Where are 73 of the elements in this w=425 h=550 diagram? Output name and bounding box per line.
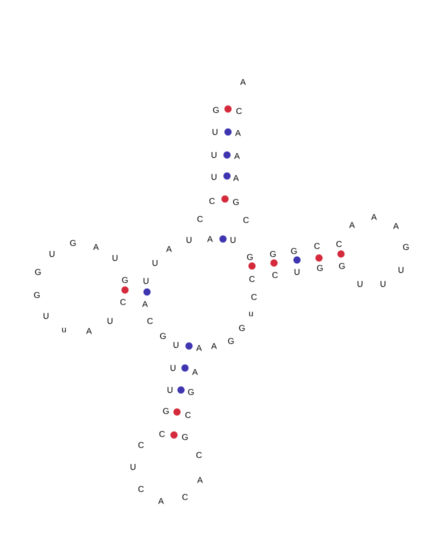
nucleotide-letter: C bbox=[159, 431, 165, 437]
nucleotide-letter: A bbox=[197, 477, 203, 483]
nucleotide-letter: G bbox=[403, 244, 409, 250]
nucleotide-letter: G bbox=[160, 333, 166, 339]
nucleotide-letter: U bbox=[44, 313, 48, 319]
nucleotide-letter: U bbox=[358, 281, 362, 287]
nucleotide-letter: G bbox=[317, 265, 323, 271]
nucleotide-letter: C bbox=[182, 494, 188, 500]
nucleotide-letter: U bbox=[294, 269, 300, 275]
nucleotide-letter: C bbox=[249, 276, 255, 282]
nucleotide-letter: C bbox=[336, 241, 342, 247]
nucleotide-letter: A bbox=[240, 79, 246, 85]
nucleotide-letter: A bbox=[196, 345, 202, 351]
nucleotide-letter: U bbox=[186, 237, 192, 243]
nucleotide-letter: U bbox=[380, 281, 386, 287]
nucleotide-letter: A bbox=[234, 153, 240, 159]
nucleotide-letter: G bbox=[339, 263, 345, 269]
nucleotide-letter: C bbox=[197, 216, 203, 222]
nucleotide-letter: G bbox=[122, 277, 128, 283]
nucleotide-letter: U bbox=[50, 251, 54, 257]
nucleotide-letter: U bbox=[130, 464, 136, 470]
nucleotide-letter: U bbox=[108, 318, 112, 324]
nucleotide-letter: U bbox=[212, 129, 218, 135]
nucleotide-letter: C bbox=[272, 272, 278, 278]
nucleotide-letter: U bbox=[168, 387, 172, 393]
nucleotide-letter: G bbox=[247, 254, 253, 260]
nucleotide-letter: U bbox=[170, 365, 176, 371]
nucleotide-letter: G bbox=[35, 269, 41, 275]
nucleotide-letter: G bbox=[70, 240, 76, 246]
nucleotide-letter: C bbox=[196, 452, 202, 458]
nucleotide-letter: U bbox=[212, 152, 216, 158]
nucleotide-letter: A bbox=[207, 236, 213, 242]
nucleotide-letter: C bbox=[147, 318, 153, 324]
nucleotide-letter: G bbox=[270, 251, 276, 257]
nucleotide-letter: u bbox=[62, 328, 66, 332]
nucleotide-letter: A bbox=[349, 222, 355, 228]
nucleotide-letter: G bbox=[188, 389, 194, 395]
nucleotide-letter: C bbox=[314, 243, 320, 249]
nucleotide-letter: A bbox=[393, 223, 399, 229]
nucleotide-letter: U bbox=[174, 342, 178, 348]
nucleotide-letter: G bbox=[228, 338, 234, 344]
nucleotide-letter: A bbox=[192, 369, 198, 375]
nucleotide-letter: C bbox=[236, 108, 242, 114]
nucleotide-letter: U bbox=[152, 260, 158, 266]
nucleotide-letter: C bbox=[138, 486, 144, 492]
nucleotide-letter: A bbox=[233, 175, 239, 181]
nucleotide-letter: u bbox=[249, 312, 253, 316]
nucleotide-letter: G bbox=[239, 325, 245, 331]
nucleotide-letter: A bbox=[93, 244, 99, 250]
nucleotide-letter: G bbox=[213, 107, 219, 113]
nucleotide-letter: A bbox=[211, 343, 217, 349]
nucleotide-letter: A bbox=[86, 328, 92, 334]
nucleotide-letter: G bbox=[182, 434, 188, 440]
nucleotide-letter: C bbox=[251, 294, 257, 300]
nucleotide-letter: A bbox=[142, 301, 148, 307]
nucleotide-letter: U bbox=[398, 267, 404, 273]
nucleotide-letter: U bbox=[230, 237, 236, 243]
nucleotide-letter: C bbox=[138, 442, 144, 448]
nucleotide-letter: U bbox=[144, 278, 148, 284]
nucleotide-letter: C bbox=[120, 299, 126, 305]
nucleotide-letter: A bbox=[371, 214, 377, 220]
nucleotide-letter: C bbox=[185, 412, 191, 418]
nucleotide-letter: G bbox=[34, 292, 40, 298]
nucleotide-letter: A bbox=[158, 498, 164, 504]
nucleotide-letter: U bbox=[212, 174, 216, 180]
nucleotide-letter: G bbox=[163, 408, 169, 414]
nucleotide-letter: C bbox=[243, 217, 249, 223]
nucleotide-letter: G bbox=[233, 199, 239, 205]
nucleotide-letter: A bbox=[235, 130, 241, 136]
nucleotide-letter: A bbox=[166, 246, 172, 252]
nucleotide-letter: U bbox=[112, 255, 118, 261]
nucleotide-letter: G bbox=[291, 248, 297, 254]
nucleotide-letter: C bbox=[209, 198, 215, 204]
